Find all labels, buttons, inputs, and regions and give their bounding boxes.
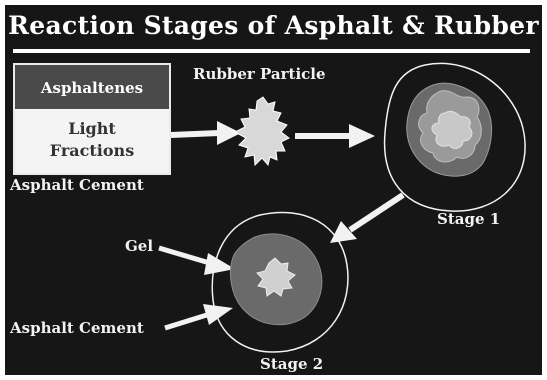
stage2-label: Stage 2: [260, 355, 323, 373]
gel-label: Gel: [125, 237, 153, 255]
asphalt-cement-label-top: Asphalt Cement: [10, 176, 144, 194]
stage2-diagram: [212, 212, 348, 352]
rubber-particle-label: Rubber Particle: [193, 65, 326, 83]
arrow-gel: [159, 248, 235, 275]
stage1-diagram: [385, 63, 526, 211]
arrow-stage1-to-stage2: [330, 195, 403, 243]
asphalt-cement-label-bottom: Asphalt Cement: [10, 319, 144, 337]
diagram-slide: Reaction Stages of Asphalt & Rubber Asph…: [5, 5, 542, 375]
arrow-asphalt-to-rubber: [171, 121, 241, 145]
rubber-particle-shape: [235, 97, 289, 165]
arrow-rubber-to-stage1: [295, 124, 375, 148]
stage1-label: Stage 1: [437, 210, 500, 228]
arrow-asphalt-cement-stage2: [165, 304, 233, 328]
